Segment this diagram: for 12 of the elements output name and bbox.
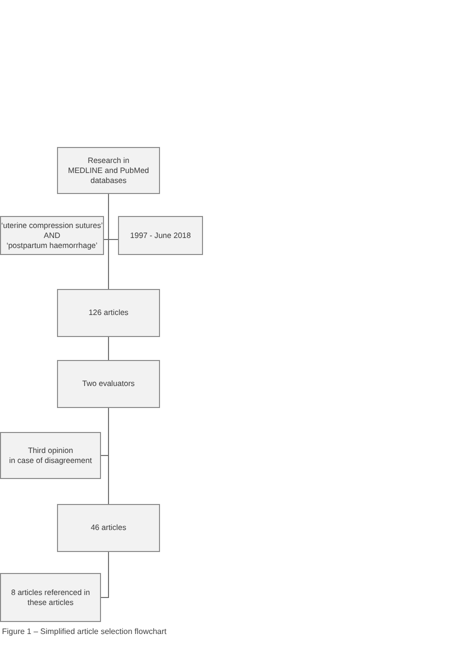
connector-line [100, 455, 109, 504]
connector-line [100, 552, 109, 598]
connector-line [108, 239, 118, 290]
process-box [57, 147, 160, 194]
process-box [0, 573, 101, 622]
connector-line [108, 336, 109, 360]
process-box [57, 360, 160, 408]
process-box [57, 289, 160, 337]
process-box [57, 504, 160, 552]
process-box [118, 216, 203, 255]
process-box [0, 432, 101, 479]
figure-caption: Figure 1 – Simplified article selection flowchart [2, 627, 167, 637]
